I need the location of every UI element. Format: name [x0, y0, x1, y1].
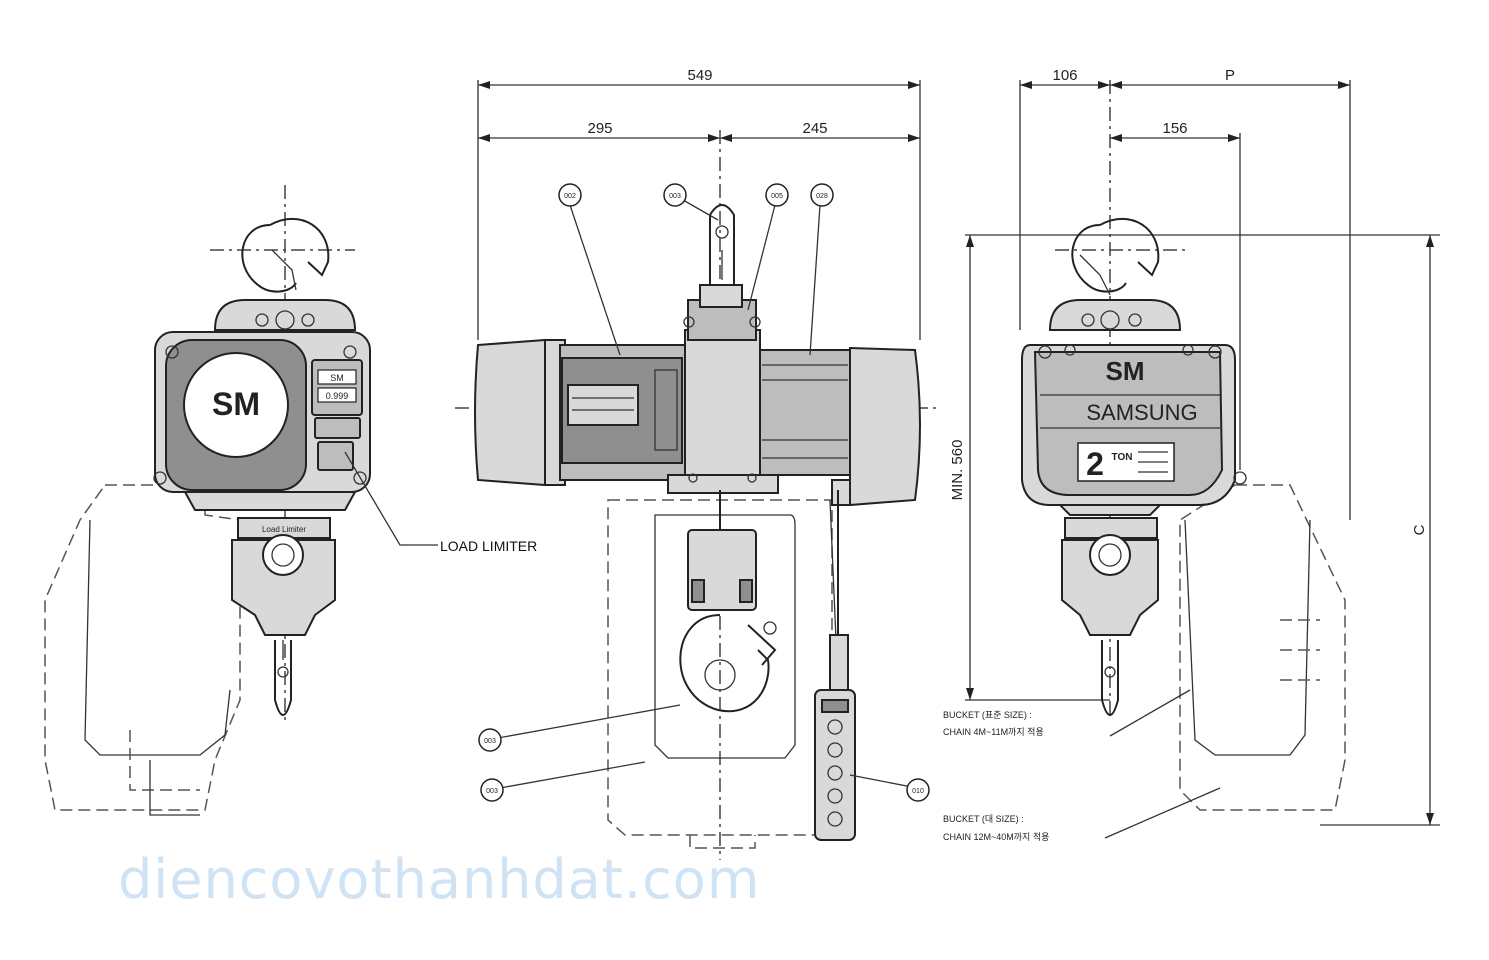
bucket-std-chain: CHAIN 4M~11M까지 적용 [943, 726, 1044, 737]
limiter-display-bottom: 0.999 [326, 391, 349, 401]
balloon-4: 003 [478, 728, 502, 752]
front-view-left: SM SM 0.999 Load Limiter LOAD LIMITER [44, 185, 537, 816]
dim-right-offset: 245 [802, 120, 827, 137]
side-view-center: 549 295 245 [455, 67, 940, 860]
svg-text:Load Limiter: Load Limiter [262, 525, 306, 534]
svg-text:010: 010 [912, 788, 924, 795]
bucket-big-label: BUCKET (대 SIZE) : [943, 814, 1024, 824]
capacity-number: 2 [1086, 446, 1104, 482]
limiter-display-top: SM [330, 373, 344, 383]
dim-total-height: C [1411, 524, 1428, 535]
samsung-brand: SAMSUNG [1086, 400, 1197, 425]
balloon-5: 003 [480, 778, 504, 802]
dim-overall-width: 549 [687, 67, 712, 84]
svg-text:028: 028 [816, 193, 828, 200]
capacity-unit: TON [1112, 452, 1133, 463]
dim-left-offset: 295 [587, 120, 612, 137]
bucket-big-chain: CHAIN 12M~40M까지 적용 [943, 831, 1049, 842]
svg-text:003: 003 [669, 193, 681, 200]
dim-side-inner: 156 [1162, 120, 1187, 137]
bucket-std-label: BUCKET (표준 SIZE) : [943, 710, 1032, 720]
svg-text:002: 002 [564, 193, 576, 200]
balloon-2: 005 [765, 183, 789, 207]
front-view-right: 106 P 156 MIN. 560 C [943, 67, 1440, 842]
dim-min-height: MIN. 560 [949, 440, 966, 501]
balloon-7: 010 [906, 778, 930, 802]
dim-side-left: 106 [1052, 67, 1077, 84]
dim-side-right: P [1225, 67, 1235, 84]
svg-text:003: 003 [486, 788, 498, 795]
svg-text:003: 003 [484, 738, 496, 745]
balloon-3: 028 [810, 183, 834, 207]
watermark: diencovothanhdat.com [118, 848, 761, 911]
balloon-0: 002 [558, 183, 582, 207]
load-limiter-callout: LOAD LIMITER [440, 538, 537, 554]
balloon-1: 003 [663, 183, 687, 207]
sm-logo-right: SM [1106, 356, 1145, 386]
svg-text:005: 005 [771, 193, 783, 200]
sm-logo: SM [212, 386, 260, 422]
